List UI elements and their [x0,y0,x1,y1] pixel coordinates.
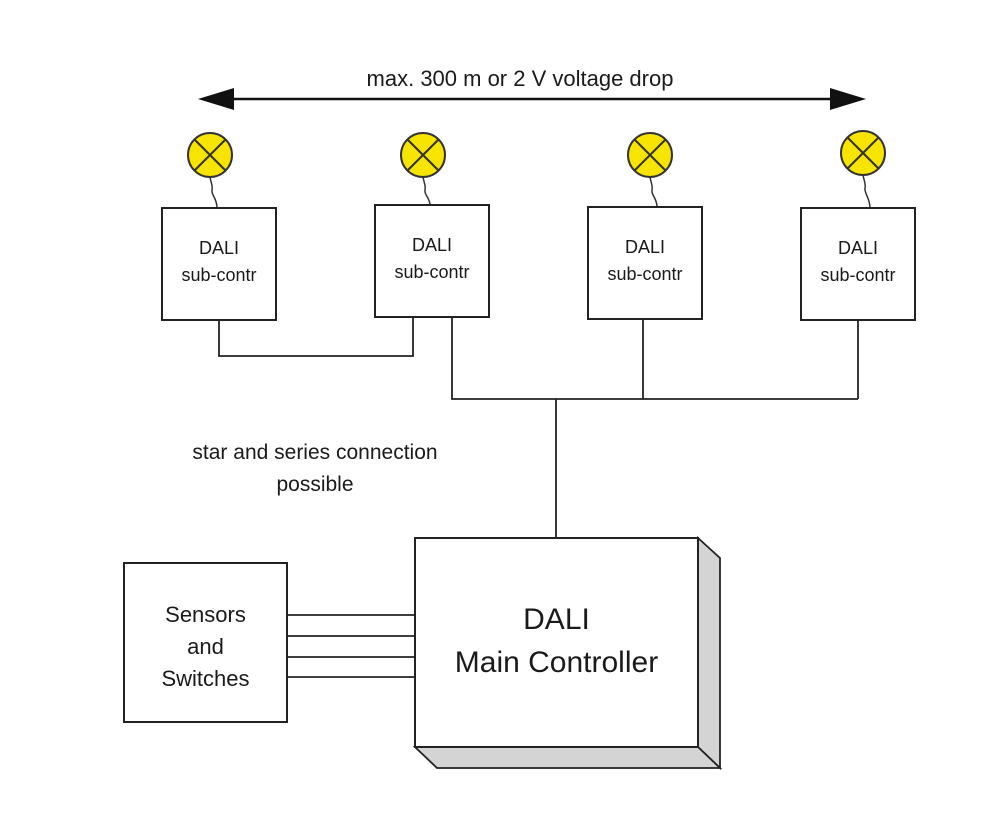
sub-controller-label-3: DALI sub-contr [588,234,702,288]
sub-controller-label-line2: sub-contr [607,264,683,284]
lamp-2 [400,132,446,206]
connection-note: star and series connection possible [150,437,480,501]
sub-controller-label-line2: sub-contr [820,265,896,285]
sub-controller-label-line1: DALI [624,237,666,257]
sub-controller-label-line2: sub-contr [181,265,257,285]
connection-note-line1: star and series connection [192,441,438,464]
sub-controller-box-1 [161,207,277,321]
main-controller-label-line2: Main Controller [454,646,659,679]
main-controller-label: DALI Main Controller [415,598,698,684]
sub-controller-label-line1: DALI [198,238,240,258]
sensors-label: Sensors and Switches [124,599,287,695]
star-bus [451,317,859,538]
sensor-wires [287,614,415,678]
sub-controller-label-line1: DALI [411,235,453,255]
sub-controller-label-line2: sub-contr [394,262,470,282]
distance-label: max. 300 m or 2 V voltage drop [366,66,674,91]
lamp-4 [840,130,886,209]
sub-controller-label-2: DALI sub-contr [375,232,489,286]
sub-controller-label-4: DALI sub-contr [801,235,915,289]
series-connection [218,317,414,357]
main-controller-label-line1: DALI [523,603,590,636]
sub-controller-box-2 [374,204,490,318]
sensors-label-line1: Sensors [165,602,246,627]
sub-controller-label-1: DALI sub-contr [162,235,276,289]
sub-controller-box-3 [587,206,703,320]
sensors-label-line2: and [187,634,224,659]
sub-controller-box-4 [800,207,916,321]
sensors-label-line3: Switches [161,666,250,691]
lamp-1 [187,132,233,209]
main-controller-box [412,535,723,771]
connection-note-line2: possible [276,473,354,496]
distance-arrow [198,88,866,110]
sensors-box [123,562,288,723]
sub-controller-label-line1: DALI [837,238,879,258]
lamp-3 [627,132,673,208]
